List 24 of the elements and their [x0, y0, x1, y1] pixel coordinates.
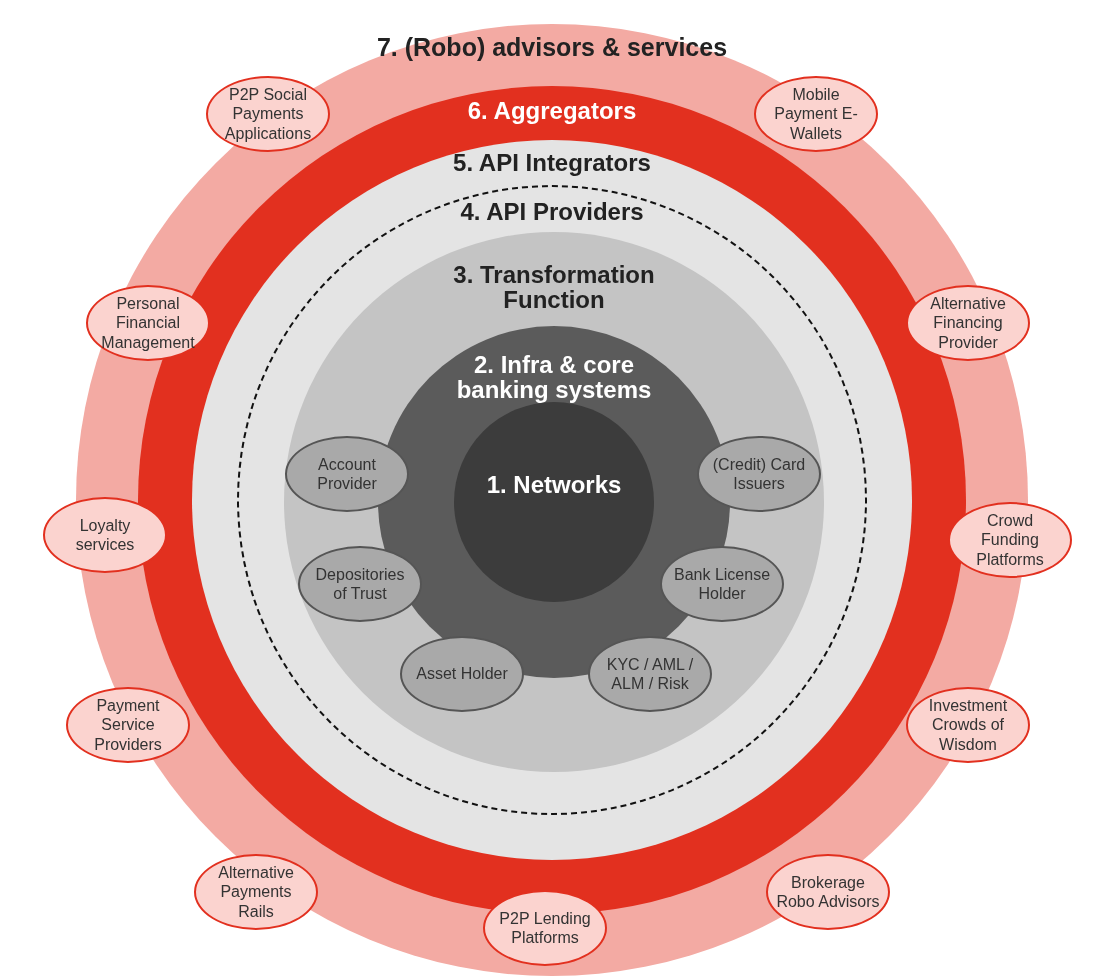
- ring-label: 4. API Providers: [460, 199, 644, 225]
- ring-label: 6. Aggregators: [467, 98, 637, 124]
- category-label: Loyalty services: [74, 515, 136, 555]
- category-label: Account Provider: [316, 454, 378, 494]
- ring-label: 1. Networks: [486, 472, 622, 498]
- category-label: Asset Holder: [416, 664, 508, 684]
- category-label: Brokerage Robo Advisors: [775, 872, 881, 912]
- category-label: P2P Lending Platforms: [498, 908, 592, 948]
- category-label: Payment Service Providers: [93, 696, 163, 754]
- category-label: Bank License Holder: [672, 564, 772, 604]
- category-label: (Credit) Card Issuers: [711, 454, 807, 494]
- ring-label: 3. Transformation Function: [452, 262, 656, 313]
- category-label: Depositories of Trust: [314, 564, 406, 604]
- ring-label: 2. Infra & core banking systems: [455, 352, 653, 403]
- category-label: Personal Financial Management: [100, 294, 196, 352]
- category-label: Investment Crowds of Wisdom: [927, 696, 1009, 754]
- category-label: Crowd Funding Platforms: [975, 511, 1045, 569]
- category-label: Mobile Payment E-Wallets: [773, 85, 859, 143]
- ring-label: 5. API Integrators: [453, 150, 651, 176]
- category-label: KYC / AML / ALM / Risk: [605, 654, 695, 694]
- ring-label: 7. (Robo) advisors & services: [376, 34, 728, 61]
- category-label: P2P Social Payments Applications: [223, 85, 313, 143]
- category-label: Alternative Financing Provider: [929, 294, 1007, 352]
- category-label: Alternative Payments Rails: [217, 863, 295, 921]
